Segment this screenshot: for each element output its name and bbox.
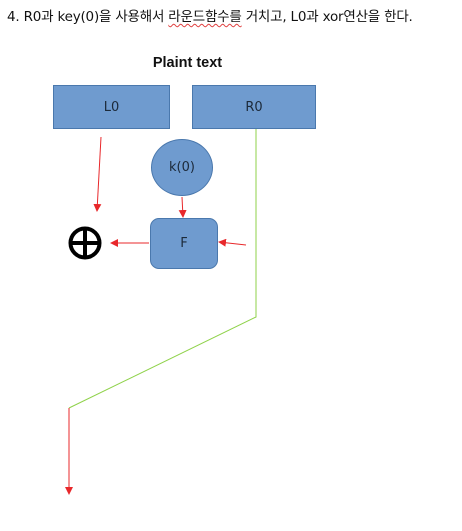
step-heading-part1: 4. R0과 key(0)을 사용해서 [7,9,169,25]
diagram-title: Plaint text [152,55,223,71]
key-label: k(0) [169,160,195,175]
key-to-f-arrow [178,196,187,218]
round-function-block: F [150,218,218,269]
r0-to-f-arrow [218,238,247,247]
key-ellipse: k(0) [151,139,213,196]
xor-icon [68,226,102,260]
r0-crossover-path [68,129,257,409]
r0-label: R0 [245,99,263,115]
l0-label: L0 [103,99,120,115]
l0-to-xor-arrow [93,136,102,212]
step-heading-part3: 거치고, L0과 xor연산을 한다. [241,9,413,25]
step-heading: 4. R0과 key(0)을 사용해서 라운드함수를 거치고, L0과 xor연… [7,5,413,25]
r0-block: R0 [192,85,316,129]
step-heading-part2: 라운드함수를 [168,9,242,25]
l0-block: L0 [53,85,170,129]
round-function-label: F [180,236,188,251]
